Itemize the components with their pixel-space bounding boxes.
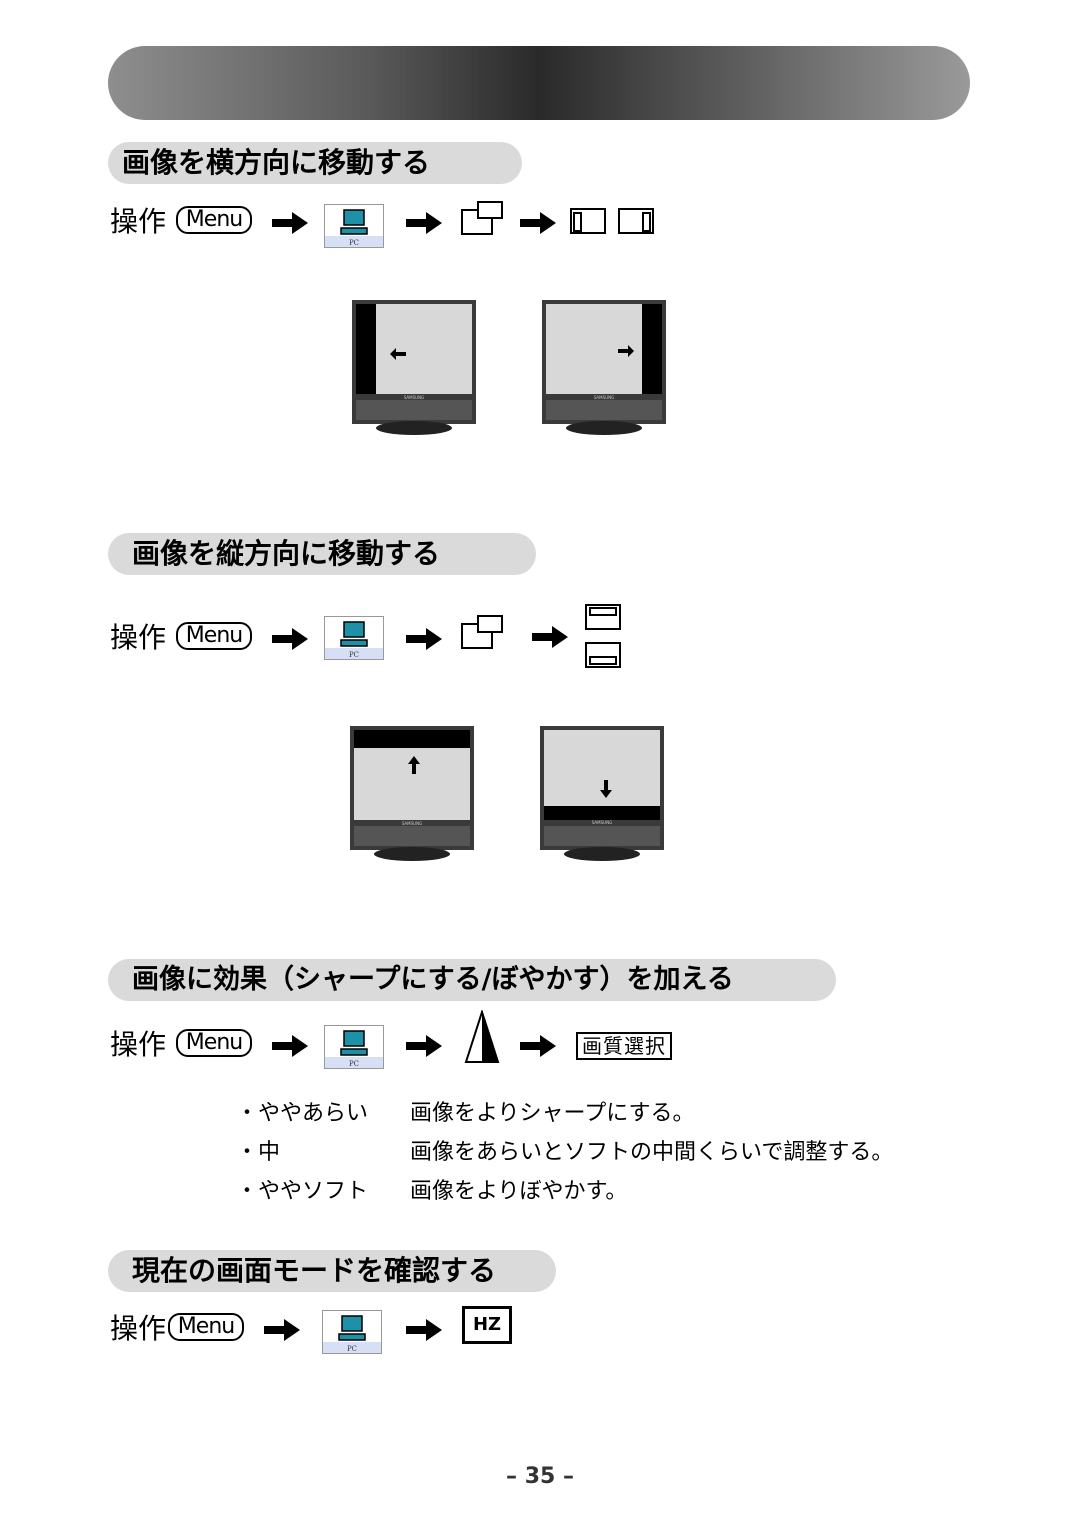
brand-logo: SAMSUNG: [594, 395, 614, 400]
position-icon[interactable]: [460, 614, 504, 650]
hz-info-button[interactable]: HZ: [462, 1306, 512, 1344]
arrow-right-icon: [520, 212, 556, 234]
section-title-display-mode: 現在の画面モードを確認する: [108, 1250, 556, 1292]
menu-button[interactable]: Menu: [176, 206, 252, 234]
monitor-shift-right-illustration: SAMSUNG: [542, 300, 666, 435]
arrow-right-icon: [532, 626, 568, 648]
option-name: ・ややあらい: [236, 1101, 369, 1126]
arrow-right-icon: [272, 628, 308, 650]
brand-logo: SAMSUNG: [404, 395, 424, 400]
position-icon[interactable]: [460, 200, 504, 236]
v-position-down-icon[interactable]: [585, 642, 623, 670]
section-title-horizontal: 画像を横方向に移動する: [108, 142, 522, 184]
option-description: 画像をよりシャープにする。: [410, 1101, 695, 1126]
section-title-sharpness: 画像に効果（シャープにする/ぼやかす）を加える: [108, 959, 836, 1001]
option-description: 画像をよりぼやかす。: [410, 1179, 628, 1204]
brand-logo: SAMSUNG: [592, 820, 612, 825]
arrow-right-icon: [406, 1319, 442, 1341]
operation-label: 操作: [110, 205, 167, 238]
header-bar: [108, 46, 970, 120]
h-position-right-icon[interactable]: [618, 208, 656, 236]
pc-menu-icon[interactable]: PC: [324, 616, 384, 660]
menu-button[interactable]: Menu: [168, 1313, 244, 1341]
pc-menu-icon[interactable]: PC: [324, 1025, 384, 1069]
arrow-right-icon: [406, 212, 442, 234]
pc-icon-label: PC: [349, 1060, 359, 1068]
pc-icon-label: PC: [349, 239, 359, 247]
arrow-right-icon: [406, 1035, 442, 1057]
arrow-right-icon: [272, 212, 308, 234]
monitor-shift-left-illustration: SAMSUNG: [352, 300, 476, 435]
option-name: ・中: [236, 1140, 281, 1165]
quality-select-button[interactable]: 画質選択: [576, 1032, 672, 1060]
pc-icon-label: PC: [349, 651, 359, 659]
pc-menu-icon[interactable]: PC: [324, 204, 384, 248]
menu-button[interactable]: Menu: [176, 1029, 252, 1057]
arrow-right-icon: [520, 1035, 556, 1057]
operation-label: 操作: [110, 1312, 167, 1345]
operation-label: 操作: [110, 621, 167, 654]
monitor-shift-down-illustration: SAMSUNG: [540, 726, 664, 861]
page-number: – 35 –: [506, 1464, 574, 1489]
section-title-vertical: 画像を縦方向に移動する: [108, 533, 536, 575]
operation-label: 操作: [110, 1028, 167, 1061]
pc-menu-icon[interactable]: PC: [322, 1310, 382, 1354]
brand-logo: SAMSUNG: [402, 821, 422, 826]
menu-button[interactable]: Menu: [176, 622, 252, 650]
monitor-shift-up-illustration: SAMSUNG: [350, 726, 474, 861]
option-name: ・ややソフト: [236, 1179, 369, 1204]
option-description: 画像をあらいとソフトの中間くらいで調整する。: [410, 1140, 894, 1165]
arrow-right-icon: [406, 628, 442, 650]
arrow-right-icon: [264, 1319, 300, 1341]
pc-icon-label: PC: [347, 1345, 357, 1353]
arrow-right-icon: [272, 1035, 308, 1057]
h-position-left-icon[interactable]: [570, 208, 608, 236]
v-position-up-icon[interactable]: [585, 604, 623, 632]
sharpness-icon[interactable]: [464, 1010, 500, 1064]
